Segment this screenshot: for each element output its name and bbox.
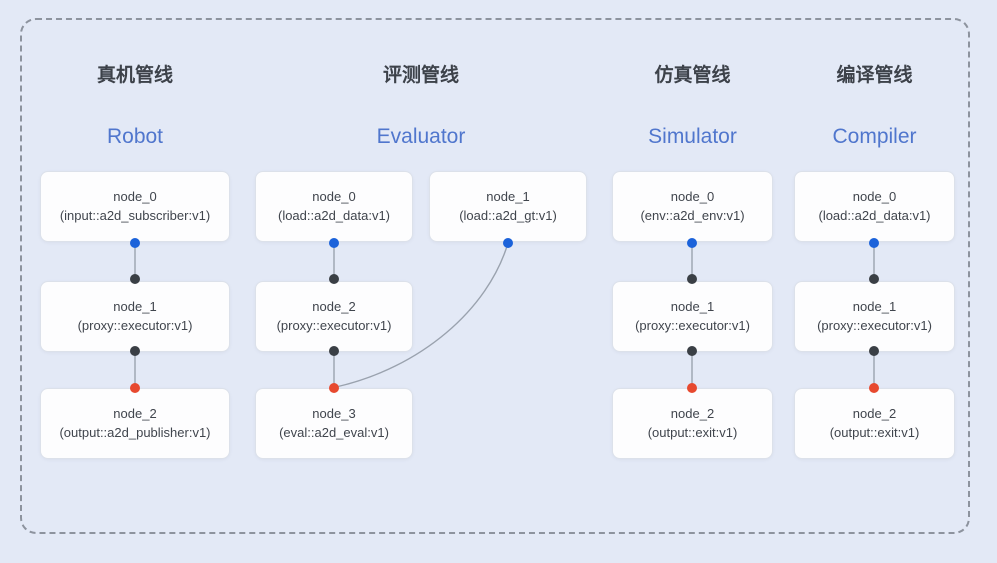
node-simulator-node_2[interactable]: node_2 (output::exit:v1) bbox=[612, 388, 773, 459]
terminal-port-icon bbox=[329, 383, 339, 393]
pipeline-title-en-evaluator: Evaluator bbox=[376, 125, 466, 148]
node-name: node_1 bbox=[670, 299, 715, 314]
node-name: node_1 bbox=[852, 299, 897, 314]
output-port-icon bbox=[329, 238, 339, 248]
node-type: (eval::a2d_eval:v1) bbox=[279, 425, 389, 440]
output-port-icon bbox=[130, 238, 140, 248]
node-type: (env::a2d_env:v1) bbox=[640, 208, 745, 223]
node-type: (proxy::executor:v1) bbox=[817, 318, 932, 333]
pipeline-title-zh-simulator: 仿真管线 bbox=[654, 65, 731, 86]
node-robot-node_1[interactable]: node_1 (proxy::executor:v1) bbox=[40, 281, 230, 352]
node-compiler-node_0[interactable]: node_0 (load::a2d_data:v1) bbox=[794, 171, 955, 242]
input-port-icon bbox=[869, 274, 879, 284]
edge-eval-n1-n3-curve bbox=[335, 242, 509, 388]
output-port-icon bbox=[687, 346, 697, 356]
input-port-icon bbox=[329, 274, 339, 284]
node-type: (proxy::executor:v1) bbox=[635, 318, 750, 333]
output-port-icon bbox=[869, 346, 879, 356]
pipeline-title-en-simulator: Simulator bbox=[648, 125, 737, 148]
node-type: (load::a2d_gt:v1) bbox=[459, 208, 557, 223]
node-name: node_2 bbox=[852, 406, 897, 421]
pipeline-title-en-compiler: Compiler bbox=[832, 125, 917, 148]
node-type: (output::a2d_publisher:v1) bbox=[59, 425, 211, 440]
node-name: node_1 bbox=[113, 299, 157, 314]
pipeline-title-zh-compiler: 编译管线 bbox=[836, 65, 913, 86]
node-type: (load::a2d_data:v1) bbox=[818, 208, 931, 223]
node-name: node_0 bbox=[852, 189, 897, 204]
node-type: (proxy::executor:v1) bbox=[276, 318, 392, 333]
terminal-port-icon bbox=[130, 383, 140, 393]
pipeline-title-zh-robot: 真机管线 bbox=[96, 65, 173, 86]
output-port-icon bbox=[687, 238, 697, 248]
node-type: (output::exit:v1) bbox=[647, 425, 738, 440]
node-name: node_1 bbox=[486, 189, 530, 204]
output-port-icon bbox=[869, 238, 879, 248]
input-port-icon bbox=[687, 274, 697, 284]
node-type: (output::exit:v1) bbox=[829, 425, 920, 440]
node-evaluator-node_0[interactable]: node_0 (load::a2d_data:v1) bbox=[255, 171, 413, 242]
node-evaluator-node_3[interactable]: node_3 (eval::a2d_eval:v1) bbox=[255, 388, 413, 459]
node-robot-node_0[interactable]: node_0 (input::a2d_subscriber:v1) bbox=[40, 171, 230, 242]
node-robot-node_2[interactable]: node_2 (output::a2d_publisher:v1) bbox=[40, 388, 230, 459]
node-simulator-node_1[interactable]: node_1 (proxy::executor:v1) bbox=[612, 281, 773, 352]
output-port-icon bbox=[130, 346, 140, 356]
pipeline-title-zh-evaluator: 评测管线 bbox=[382, 65, 459, 86]
node-name: node_3 bbox=[312, 406, 356, 421]
terminal-port-icon bbox=[687, 383, 697, 393]
node-evaluator-node_2[interactable]: node_2 (proxy::executor:v1) bbox=[255, 281, 413, 352]
input-port-icon bbox=[130, 274, 140, 284]
node-type: (load::a2d_data:v1) bbox=[277, 208, 391, 223]
node-type: (input::a2d_subscriber:v1) bbox=[59, 208, 211, 223]
node-simulator-node_0[interactable]: node_0 (env::a2d_env:v1) bbox=[612, 171, 773, 242]
node-name: node_2 bbox=[312, 299, 356, 314]
terminal-port-icon bbox=[869, 383, 879, 393]
node-name: node_2 bbox=[113, 406, 157, 421]
node-name: node_0 bbox=[670, 189, 715, 204]
node-name: node_0 bbox=[312, 189, 356, 204]
node-name: node_0 bbox=[113, 189, 157, 204]
node-compiler-node_2[interactable]: node_2 (output::exit:v1) bbox=[794, 388, 955, 459]
output-port-icon bbox=[503, 238, 513, 248]
node-name: node_2 bbox=[670, 406, 715, 421]
output-port-icon bbox=[329, 346, 339, 356]
node-compiler-node_1[interactable]: node_1 (proxy::executor:v1) bbox=[794, 281, 955, 352]
pipeline-title-en-robot: Robot bbox=[106, 125, 164, 148]
node-type: (proxy::executor:v1) bbox=[77, 318, 193, 333]
node-evaluator-node_1[interactable]: node_1 (load::a2d_gt:v1) bbox=[429, 171, 587, 242]
